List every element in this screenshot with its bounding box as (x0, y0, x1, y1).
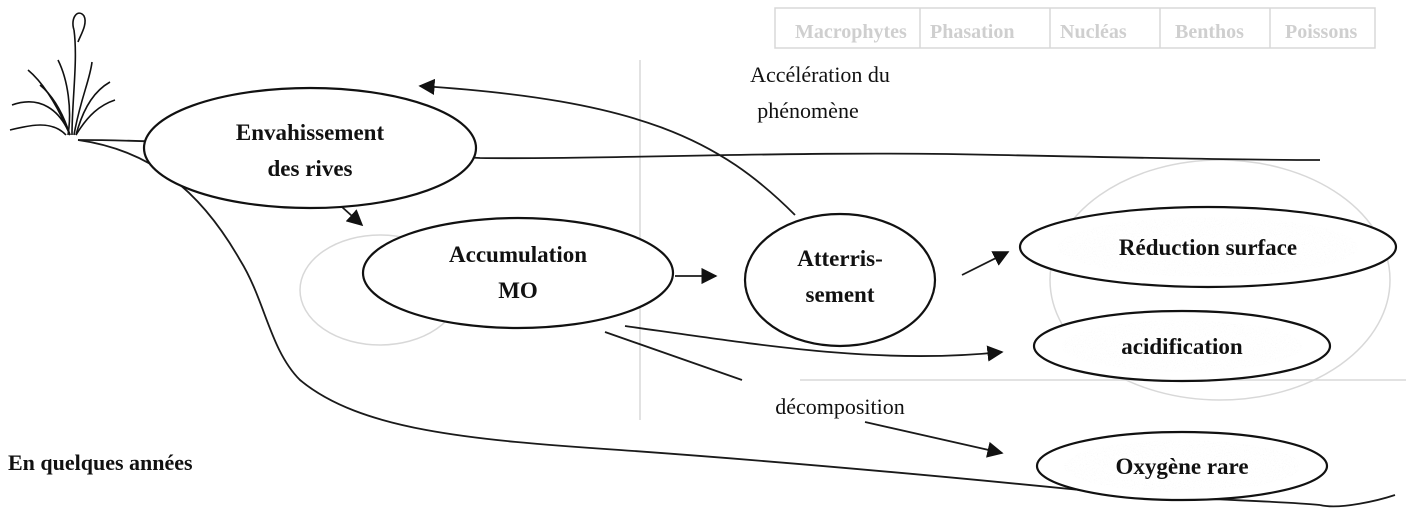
decomposition-line (604, 331, 743, 381)
node-oxygene: Oxygène rare (1035, 430, 1329, 502)
label-acceleration-line2: phénomène (757, 98, 858, 123)
node-accumulation: Accumulation MO (361, 216, 675, 330)
reed-plant-icon (9, 12, 116, 136)
node-acidification-label: acidification (1121, 334, 1243, 359)
node-accumulation-line1: Accumulation (449, 242, 587, 267)
node-envahissement-line2: des rives (268, 156, 353, 181)
acceleration-arrow (418, 78, 796, 216)
arrow-atterrissement-reduction (961, 251, 1010, 276)
arrow-envahissement-accumulation (341, 206, 364, 227)
background-ghost-table: Macrophytes Phasation Nucléas Benthos Po… (299, 7, 1406, 420)
ghost-header-4: Benthos (1175, 21, 1244, 43)
label-acceleration-line1: Accélération du (750, 62, 890, 87)
node-atterrissement-line1: Atterris- (797, 246, 883, 271)
ghost-header-2: Phasation (930, 21, 1014, 43)
node-reduction-label: Réduction surface (1119, 235, 1297, 260)
label-timeframe: En quelques années (8, 450, 193, 475)
node-acidification: acidification (1032, 309, 1332, 383)
node-atterrissement-line2: sement (806, 282, 875, 307)
ghost-header-5: Poissons (1285, 21, 1357, 43)
node-envahissement: Envahissement des rives (142, 86, 478, 210)
arrow-decomposition-oxygene (864, 421, 1004, 458)
node-accumulation-line2: MO (498, 278, 538, 303)
node-atterrissement: Atterris- sement (743, 212, 937, 348)
node-reduction: Réduction surface (1018, 205, 1398, 289)
arrow-accumulation-acidification (624, 325, 1004, 362)
ghost-header-3: Nucléas (1060, 21, 1127, 43)
node-oxygene-label: Oxygène rare (1115, 454, 1248, 479)
node-envahissement-line1: Envahissement (236, 120, 385, 145)
label-decomposition: décomposition (775, 394, 905, 419)
ghost-header-1: Macrophytes (795, 21, 907, 43)
